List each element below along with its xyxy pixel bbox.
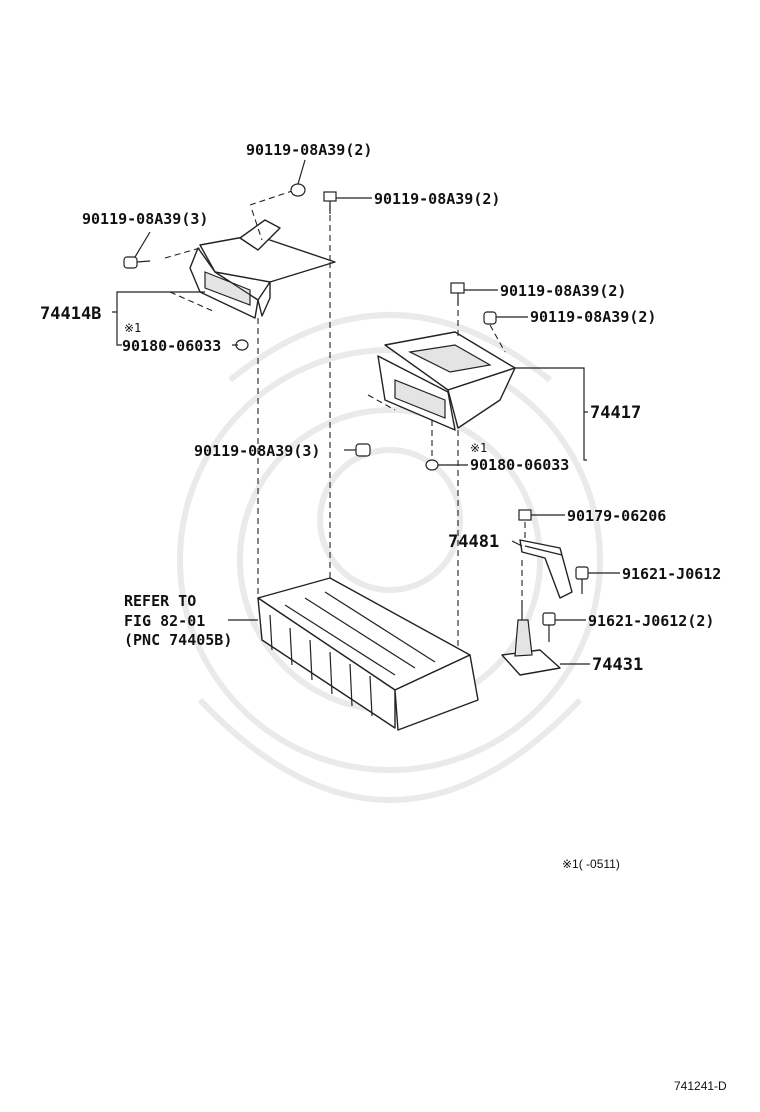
bolt-icon	[290, 183, 306, 197]
label-90119-mid-c: 90119-08A39(3)	[194, 442, 320, 460]
bolt-icon	[575, 566, 589, 594]
bracket-74481	[519, 539, 573, 599]
bolt-icon	[450, 282, 465, 305]
bolt-icon	[323, 191, 337, 214]
footnote: ※1( -0511)	[562, 857, 620, 871]
label-91621-b: 91621-J0612(2)	[588, 612, 714, 630]
diagram-code: 741241-D	[674, 1079, 727, 1093]
label-pnc-ref: (PNC 74405B)	[124, 631, 232, 649]
label-74414b: 74414B	[40, 304, 101, 324]
label-90119-left: 90119-08A39(3)	[82, 210, 208, 228]
bolt-icon	[483, 311, 497, 325]
label-90119-right-a: 90119-08A39(2)	[374, 190, 500, 208]
tray-pnc-74405b	[257, 577, 479, 731]
label-90179: 90179-06206	[567, 507, 666, 525]
label-90180-a: 90180-06033	[122, 337, 221, 355]
label-mark-1a: ※1	[124, 321, 141, 335]
label-refer-to: REFER TO	[124, 592, 196, 610]
nut-icon	[425, 459, 439, 471]
label-mark-1b: ※1	[470, 441, 487, 455]
leader-lines	[112, 159, 620, 665]
label-90119-mid-b: 90119-08A39(2)	[530, 308, 656, 326]
label-91621-a: 91621-J0612	[622, 565, 721, 583]
label-74431: 74431	[592, 655, 643, 675]
label-fig-ref: FIG 82-01	[124, 612, 205, 630]
bracket-74417	[377, 331, 516, 431]
label-90119-mid-a: 90119-08A39(2)	[500, 282, 626, 300]
label-90180-b: 90180-06033	[470, 456, 569, 474]
bolt-icon	[542, 612, 556, 642]
label-90119-top: 90119-08A39(2)	[246, 141, 372, 159]
bracket-74414b	[189, 219, 336, 319]
bolt-icon	[355, 443, 371, 457]
bolt-icon	[123, 256, 151, 269]
nut-icon	[518, 509, 532, 521]
label-74417: 74417	[590, 403, 641, 423]
label-74481: 74481	[448, 532, 499, 552]
bracket-74431	[501, 600, 561, 676]
